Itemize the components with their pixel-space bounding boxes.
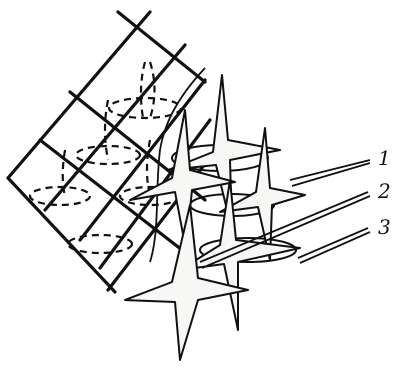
label-3: 3 [378, 215, 391, 239]
star-particles [125, 75, 305, 360]
label-2: 2 [377, 179, 391, 203]
label-1: 1 [378, 146, 391, 170]
